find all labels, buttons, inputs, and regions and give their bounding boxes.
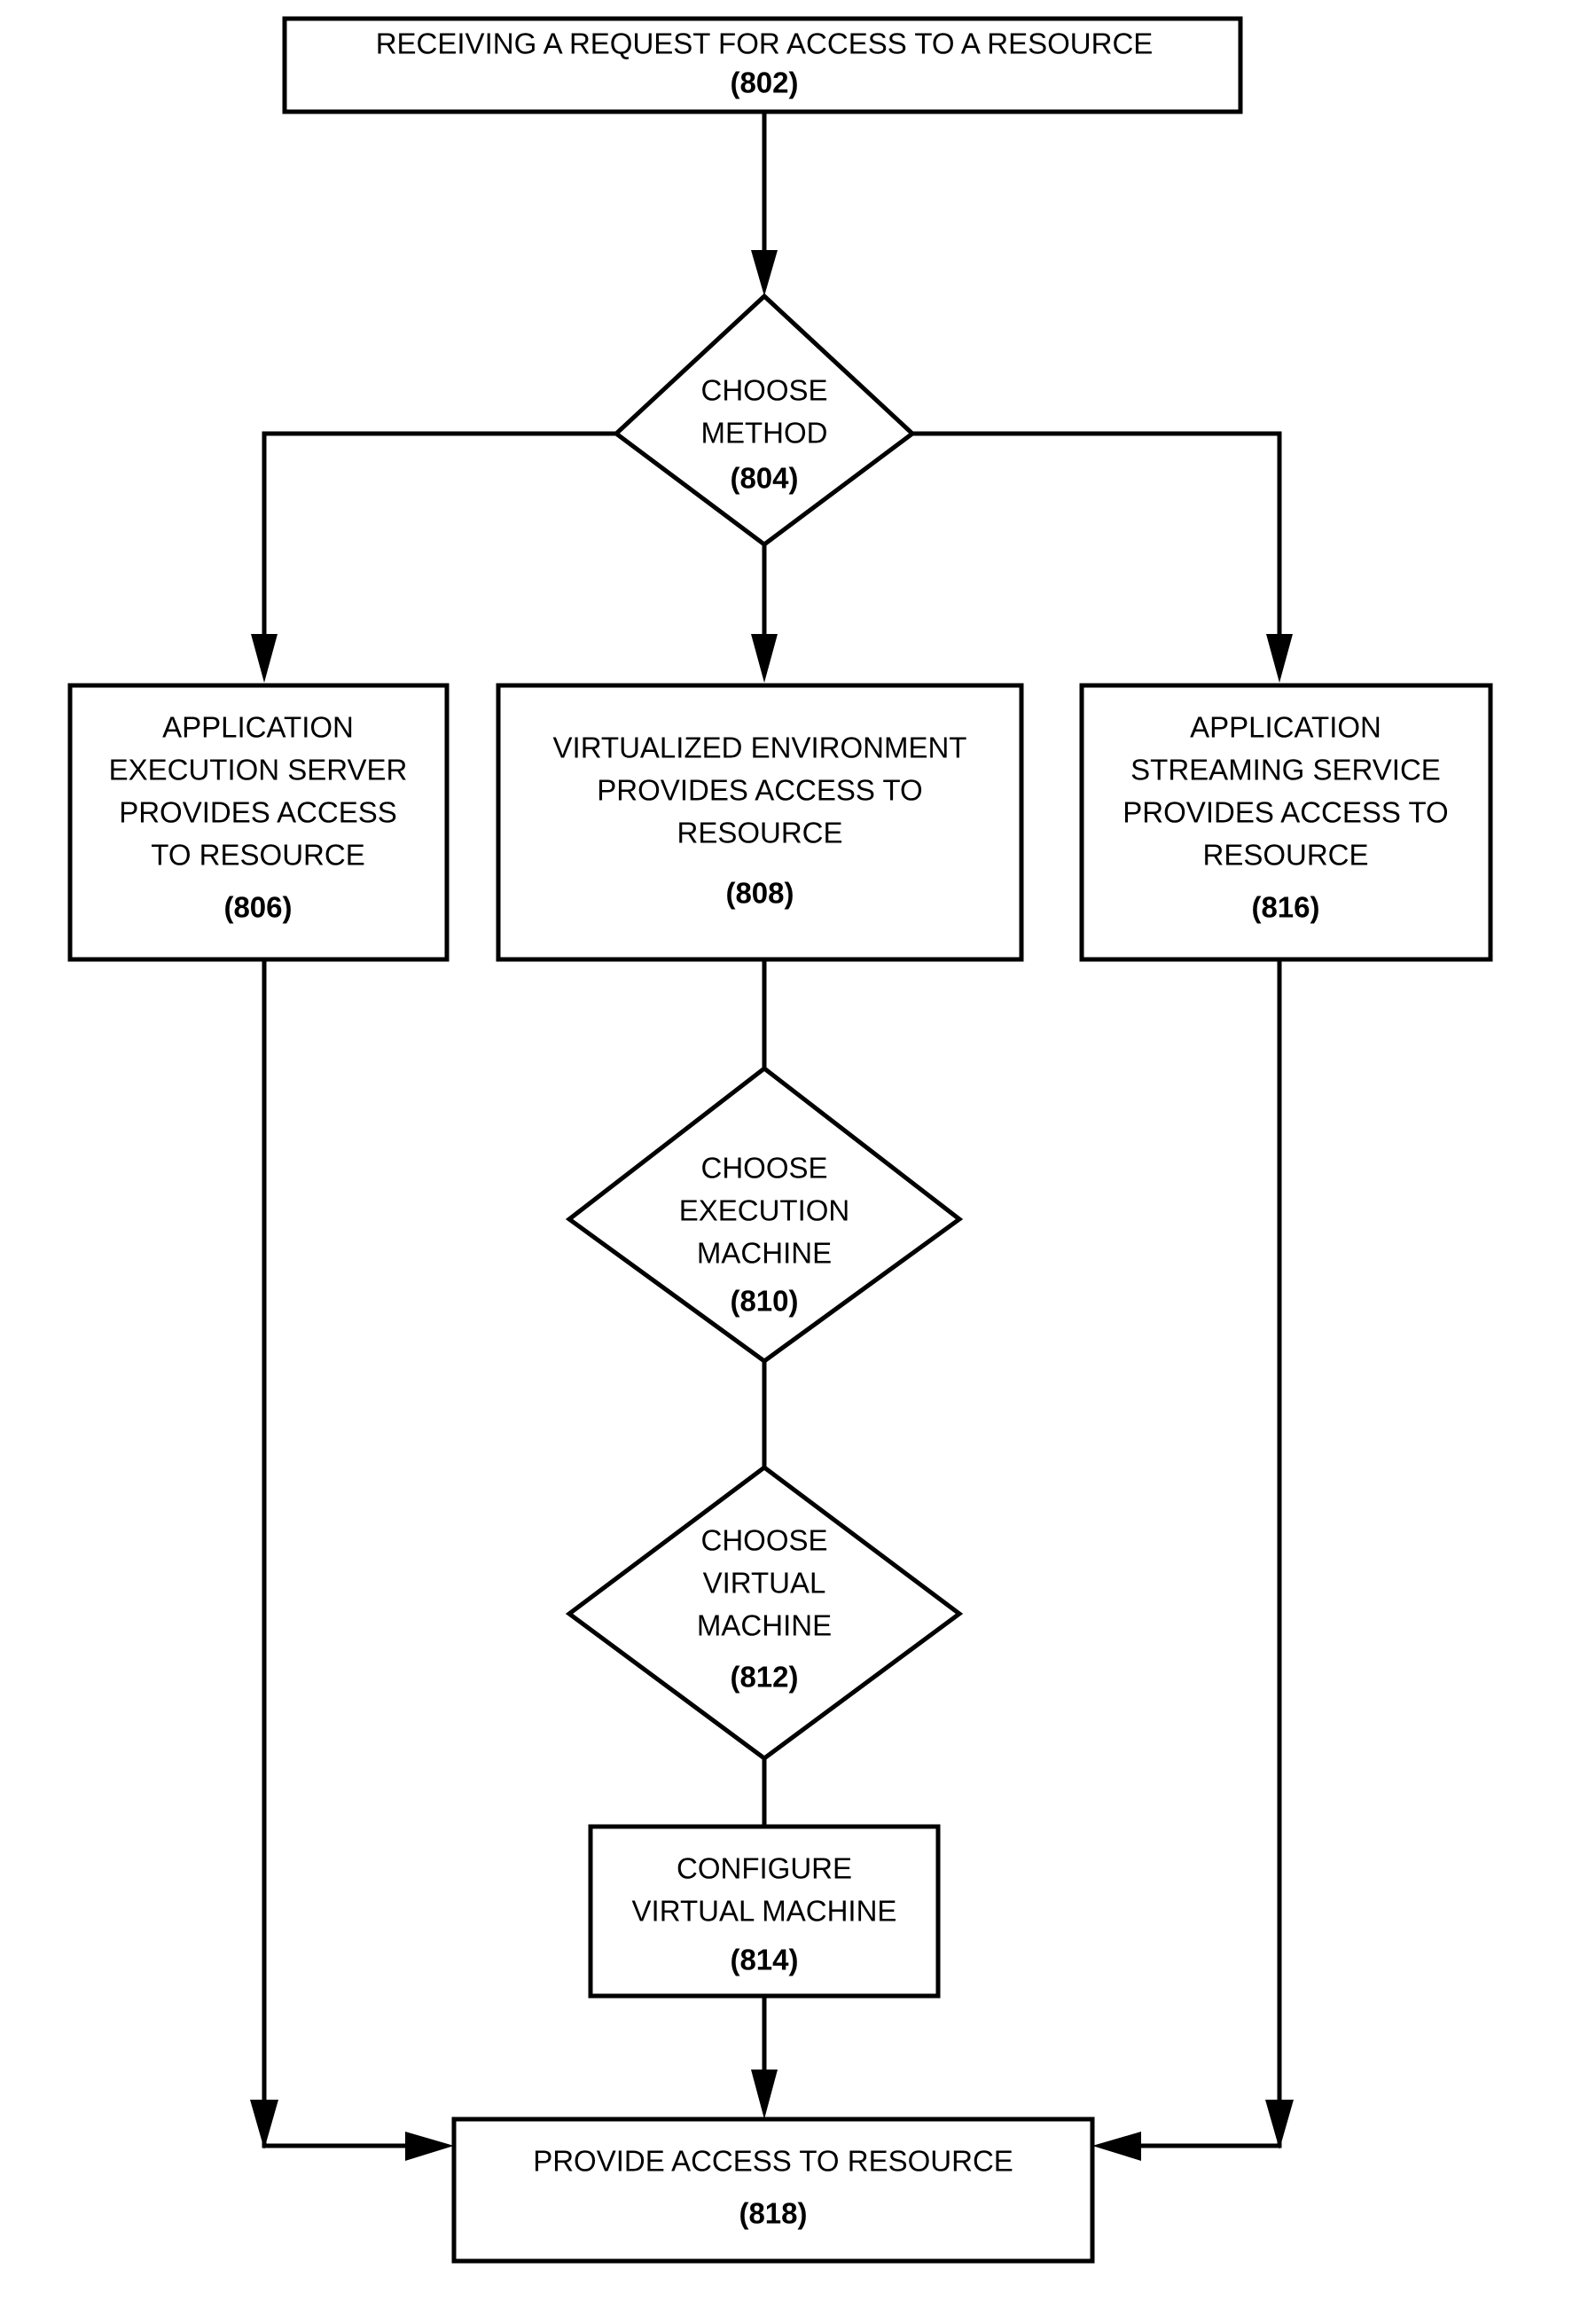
arrowhead-804-to-806 [251, 634, 278, 683]
node-814-ref: (814) [730, 1944, 798, 1976]
node-802-box[interactable] [282, 16, 1243, 114]
node-808-line1: VIRTUALIZED ENVIRONMENT [553, 732, 967, 764]
node-814-box[interactable] [588, 1824, 941, 1999]
node-806-line1: APPLICATION [162, 711, 354, 744]
node-818-box[interactable] [451, 2117, 1095, 2264]
node-810-line1: CHOOSE [700, 1152, 827, 1185]
node-810-diamond[interactable] [565, 1065, 964, 1365]
edge-804-to-806 [262, 431, 616, 638]
node-812[interactable]: CHOOSE VIRTUAL MACHINE (812) [565, 1464, 964, 1762]
node-816-ref: (816) [1251, 891, 1319, 924]
node-810[interactable]: CHOOSE EXECUTION MACHINE (810) [565, 1065, 964, 1365]
node-810-line3: MACHINE [697, 1237, 832, 1270]
node-808-ref: (808) [725, 877, 794, 910]
arrowhead-814-to-818 [751, 2070, 778, 2119]
arrowhead-806-down [250, 2100, 278, 2149]
node-816-line1: APPLICATION [1190, 711, 1381, 744]
node-806-line3: PROVIDES ACCESS [119, 796, 397, 829]
arrowhead-816-down [1265, 2100, 1294, 2149]
node-810-line2: EXECUTION [679, 1194, 850, 1227]
arrowhead-804-to-816 [1266, 634, 1293, 683]
node-812-ref: (812) [730, 1661, 798, 1694]
edge-804-to-816 [912, 431, 1282, 638]
node-804-diamond[interactable] [613, 293, 916, 548]
node-818[interactable]: PROVIDE ACCESS TO RESOURCE (818) [451, 2117, 1095, 2264]
node-806-box[interactable] [67, 683, 450, 962]
node-806-line2: EXECUTION SERVER [109, 754, 408, 786]
node-806-ref: (806) [223, 891, 292, 924]
arrowhead-806-to-818 [405, 2132, 454, 2161]
node-816-box[interactable] [1079, 683, 1493, 962]
node-808-line3: RESOURCE [677, 817, 842, 849]
node-818-ref: (818) [739, 2197, 807, 2230]
connector-layer [250, 112, 1294, 2161]
node-806[interactable]: APPLICATION EXECUTION SERVER PROVIDES AC… [67, 683, 450, 962]
edge-816-to-818 [1110, 959, 1282, 2148]
node-802-ref: (802) [730, 67, 798, 99]
node-804-line2: METHOD [701, 417, 828, 450]
node-808[interactable]: VIRTUALIZED ENVIRONMENT PROVIDES ACCESS … [496, 683, 1024, 962]
node-812-line2: VIRTUAL [703, 1567, 826, 1600]
node-818-line1: PROVIDE ACCESS TO RESOURCE [533, 2145, 1013, 2178]
node-804[interactable]: CHOOSE METHOD (804) [613, 293, 916, 548]
node-804-ref: (804) [730, 462, 798, 495]
node-812-line1: CHOOSE [700, 1524, 827, 1557]
node-806-line4: TO RESOURCE [151, 839, 364, 872]
node-816[interactable]: APPLICATION STREAMING SERVICE PROVIDES A… [1079, 683, 1493, 962]
node-816-line3: PROVIDES ACCESS TO [1123, 796, 1448, 829]
arrowhead-816-to-818 [1092, 2132, 1141, 2161]
node-808-line2: PROVIDES ACCESS TO [597, 774, 922, 807]
node-804-line1: CHOOSE [700, 374, 827, 407]
node-812-line3: MACHINE [697, 1609, 832, 1642]
node-816-line4: RESOURCE [1202, 839, 1368, 872]
node-814-line1: CONFIGURE [677, 1852, 852, 1885]
node-814[interactable]: CONFIGURE VIRTUAL MACHINE (814) [588, 1824, 941, 1999]
node-816-line2: STREAMING SERVICE [1130, 754, 1441, 786]
node-808-box[interactable] [496, 683, 1024, 962]
edge-806-to-818 [262, 959, 436, 2148]
node-802[interactable]: RECEIVING A REQUEST FOR ACCESS TO A RESO… [282, 16, 1243, 114]
node-810-ref: (810) [730, 1285, 798, 1318]
arrowhead-802-to-804 [751, 250, 778, 296]
node-802-line1: RECEIVING A REQUEST FOR ACCESS TO A RESO… [376, 27, 1154, 60]
node-812-diamond[interactable] [565, 1464, 964, 1762]
arrowhead-804-to-808 [751, 634, 778, 683]
node-814-line2: VIRTUAL MACHINE [632, 1895, 897, 1928]
